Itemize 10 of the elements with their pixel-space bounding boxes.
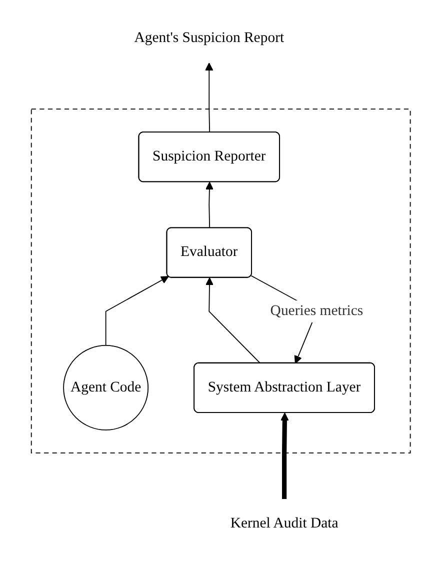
arrow xyxy=(206,181,214,228)
node-text: Kernel Audit Data xyxy=(230,515,338,531)
arrow xyxy=(205,62,214,132)
node-circle: Agent Code xyxy=(63,344,149,430)
arrow xyxy=(106,276,169,346)
arrow xyxy=(206,276,261,364)
cluster xyxy=(31,108,411,453)
edge-label: Queries metrics xyxy=(270,302,364,318)
node-text: Agent's Suspicion Report xyxy=(134,29,284,46)
arrow xyxy=(280,412,289,498)
